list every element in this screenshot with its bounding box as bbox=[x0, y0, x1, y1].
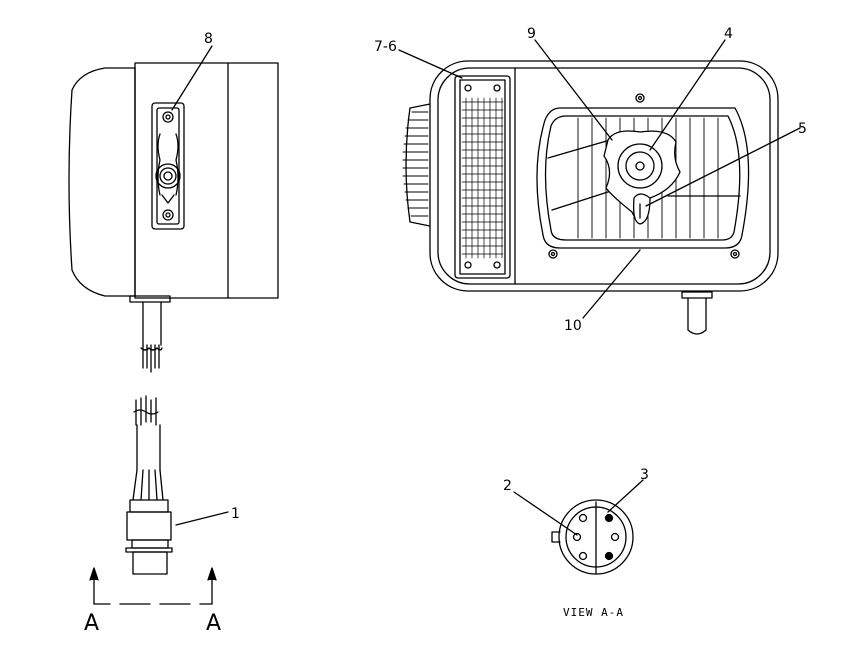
knob bbox=[402, 103, 431, 227]
callout-10: 10 bbox=[564, 318, 582, 334]
leader-line-2 bbox=[513, 491, 578, 536]
section-label-left: A bbox=[84, 611, 99, 636]
center-clip bbox=[603, 130, 681, 225]
connector-harness bbox=[125, 395, 229, 575]
callout-3: 3 bbox=[640, 467, 649, 483]
callout-2: 2 bbox=[503, 478, 512, 494]
leader-line-3 bbox=[607, 479, 644, 513]
view-a-a-label: VIEW A-A bbox=[563, 606, 624, 619]
leader-line-9 bbox=[534, 39, 613, 141]
leader-line-4 bbox=[649, 39, 726, 151]
section-line-a-a bbox=[89, 567, 217, 605]
leader-line-10 bbox=[582, 249, 641, 319]
callout-5: 5 bbox=[798, 121, 807, 137]
lamp-side-view bbox=[68, 62, 279, 373]
callout-7-6: 7-6 bbox=[374, 39, 397, 55]
grille bbox=[454, 75, 511, 279]
lamp-front-view bbox=[402, 60, 779, 335]
leader-line-1 bbox=[175, 511, 229, 526]
callout-1: 1 bbox=[231, 506, 240, 522]
section-label-right: A bbox=[206, 611, 221, 636]
cable-upper bbox=[140, 301, 163, 373]
switch-plate bbox=[151, 102, 185, 230]
view-a-a bbox=[513, 479, 644, 575]
callout-4: 4 bbox=[724, 26, 733, 42]
leader-line-5 bbox=[645, 127, 801, 207]
leader-line-7-6 bbox=[398, 49, 463, 79]
callout-8: 8 bbox=[204, 31, 213, 47]
callout-9: 9 bbox=[527, 26, 536, 42]
leader-line-8 bbox=[171, 45, 213, 111]
